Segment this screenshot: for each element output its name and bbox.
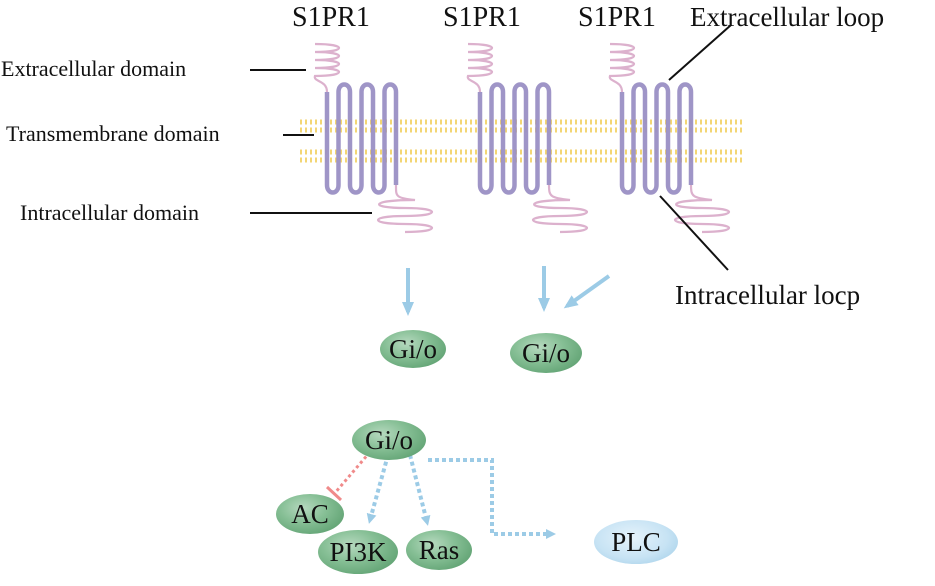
intracellular-c-terminus xyxy=(532,184,588,234)
receptor-2 xyxy=(466,42,588,234)
edge-gio-ras xyxy=(408,454,431,526)
domain-pointer-lines xyxy=(250,24,732,271)
extracellular-n-terminus xyxy=(313,42,340,93)
gio-hub-node: Gi/o xyxy=(352,420,426,460)
intracellular-c-terminus xyxy=(377,184,433,234)
receptors-layer xyxy=(313,42,730,234)
receptor-3 xyxy=(608,42,730,234)
receptor-label-3: S1PR1 xyxy=(578,2,656,33)
pi3k-node: PI3K xyxy=(318,530,398,574)
extracellular-n-terminus xyxy=(608,42,635,93)
intracellular-loop-pointer xyxy=(659,195,729,271)
lipid-bilayer xyxy=(300,119,745,163)
ras-node: Ras xyxy=(406,530,472,570)
extracellular-n-terminus xyxy=(466,42,493,93)
intracellular-domain-label: Intracellular domain xyxy=(20,200,199,225)
receptor-label-1: S1PR1 xyxy=(292,2,370,33)
inhibit-gio-ac xyxy=(332,451,372,495)
edge-gio-plc xyxy=(428,458,556,539)
transmembrane-helices xyxy=(324,82,399,195)
gio-node-right: Gi/o xyxy=(510,333,582,373)
plc-node: PLC xyxy=(594,520,678,564)
intracellular-loop-label: Intracellular locp xyxy=(675,280,861,310)
ac-node: AC xyxy=(276,494,344,534)
extracellular-loop-label: Extracellular loop xyxy=(690,2,885,32)
transmembrane-helices xyxy=(477,82,552,195)
receptor-label-2: S1PR1 xyxy=(443,2,521,33)
extracellular-loop-pointer xyxy=(668,24,732,81)
downstream-edges xyxy=(325,451,556,539)
gio-node-left: Gi/o xyxy=(380,330,446,368)
edge-gio-pi3k xyxy=(366,454,390,524)
transmembrane-domain-label: Transmembrane domain xyxy=(6,121,220,146)
intracellular-c-terminus xyxy=(674,184,730,234)
receptor-1 xyxy=(313,42,433,234)
transmembrane-helices xyxy=(619,82,694,195)
arrow-receptor3-gio xyxy=(563,274,611,309)
extracellular-domain-label: Extracellular domain xyxy=(1,56,187,81)
inhibit-bar-ac xyxy=(325,485,343,502)
receptor-to-gio-arrows xyxy=(402,266,611,316)
